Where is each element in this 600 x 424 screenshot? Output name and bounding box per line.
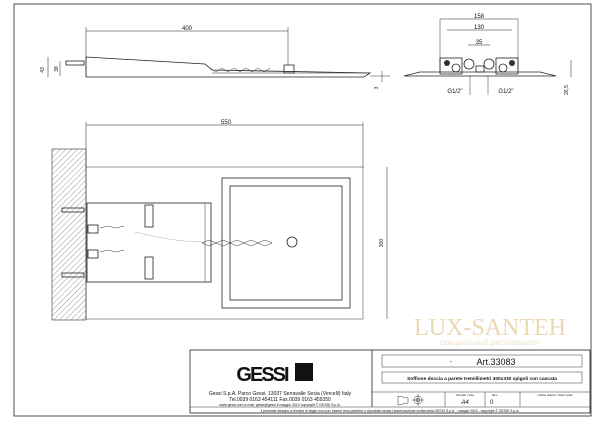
dim-26-5: 26,5 [564, 85, 570, 95]
format-value: A4 [460, 400, 469, 406]
article-prefix: - [450, 359, 453, 366]
rev-value: 0 [490, 400, 494, 406]
top-view: 550 300 [51, 120, 388, 321]
product-description: Soffione doccia a parete tremillimetri 3… [407, 376, 557, 382]
dim-43: 43 [40, 67, 46, 73]
projection-symbol-icon [397, 394, 424, 406]
article-number: Art.33083 [476, 357, 515, 367]
dim-3: 3 [374, 86, 380, 89]
legal-notice: Il presente disegno a termine di legge n… [261, 409, 520, 413]
side-view: 400 43 38 3 [40, 26, 390, 89]
title-block: GESSI Gessi S.p.A. Parco Gessi, 13037 Se… [189, 349, 591, 414]
gessi-logo: GESSI [236, 364, 289, 386]
dim-38: 38 [54, 66, 60, 72]
dim-158: 158 [474, 14, 485, 20]
format-label: formato / size [456, 393, 474, 397]
thread-left: G1/2" [447, 89, 462, 95]
client-code-label: codice cliente / client code [537, 393, 572, 397]
dim-35: 35 [476, 40, 483, 46]
dim-300: 300 [379, 239, 385, 248]
company-address: Gessi S.p.A. Parco Gessi, 13037 Serraval… [209, 391, 352, 397]
thread-right: G1/2" [498, 89, 513, 95]
dim-130: 130 [474, 25, 485, 31]
company-phone: Tel.0039 0163 454111 Fax.0039 0163 45935… [229, 397, 331, 403]
rear-view: 158 130 35 G1/2" G1/2" 26,5 [403, 14, 572, 95]
rev-label: Rev. [492, 393, 498, 397]
drawing-frame [13, 3, 592, 417]
dim-400: 400 [182, 26, 193, 32]
svg-text:ОФИЦИАЛЬНЫЙ ДИСТРИБЬЮТОР: ОФИЦИАЛЬНЫЙ ДИСТРИБЬЮТОР [440, 339, 540, 347]
svg-text:LUX-SANTEH: LUX-SANTEH [414, 315, 566, 341]
dim-550: 550 [221, 120, 232, 126]
watermark: LUX-SANTEH ОФИЦИАЛЬНЫЙ ДИСТРИБЬЮТОР [414, 315, 566, 347]
wall-section [51, 148, 87, 321]
company-web: www.gessi.com e-mail: gessi@gessi.it mag… [219, 403, 340, 407]
